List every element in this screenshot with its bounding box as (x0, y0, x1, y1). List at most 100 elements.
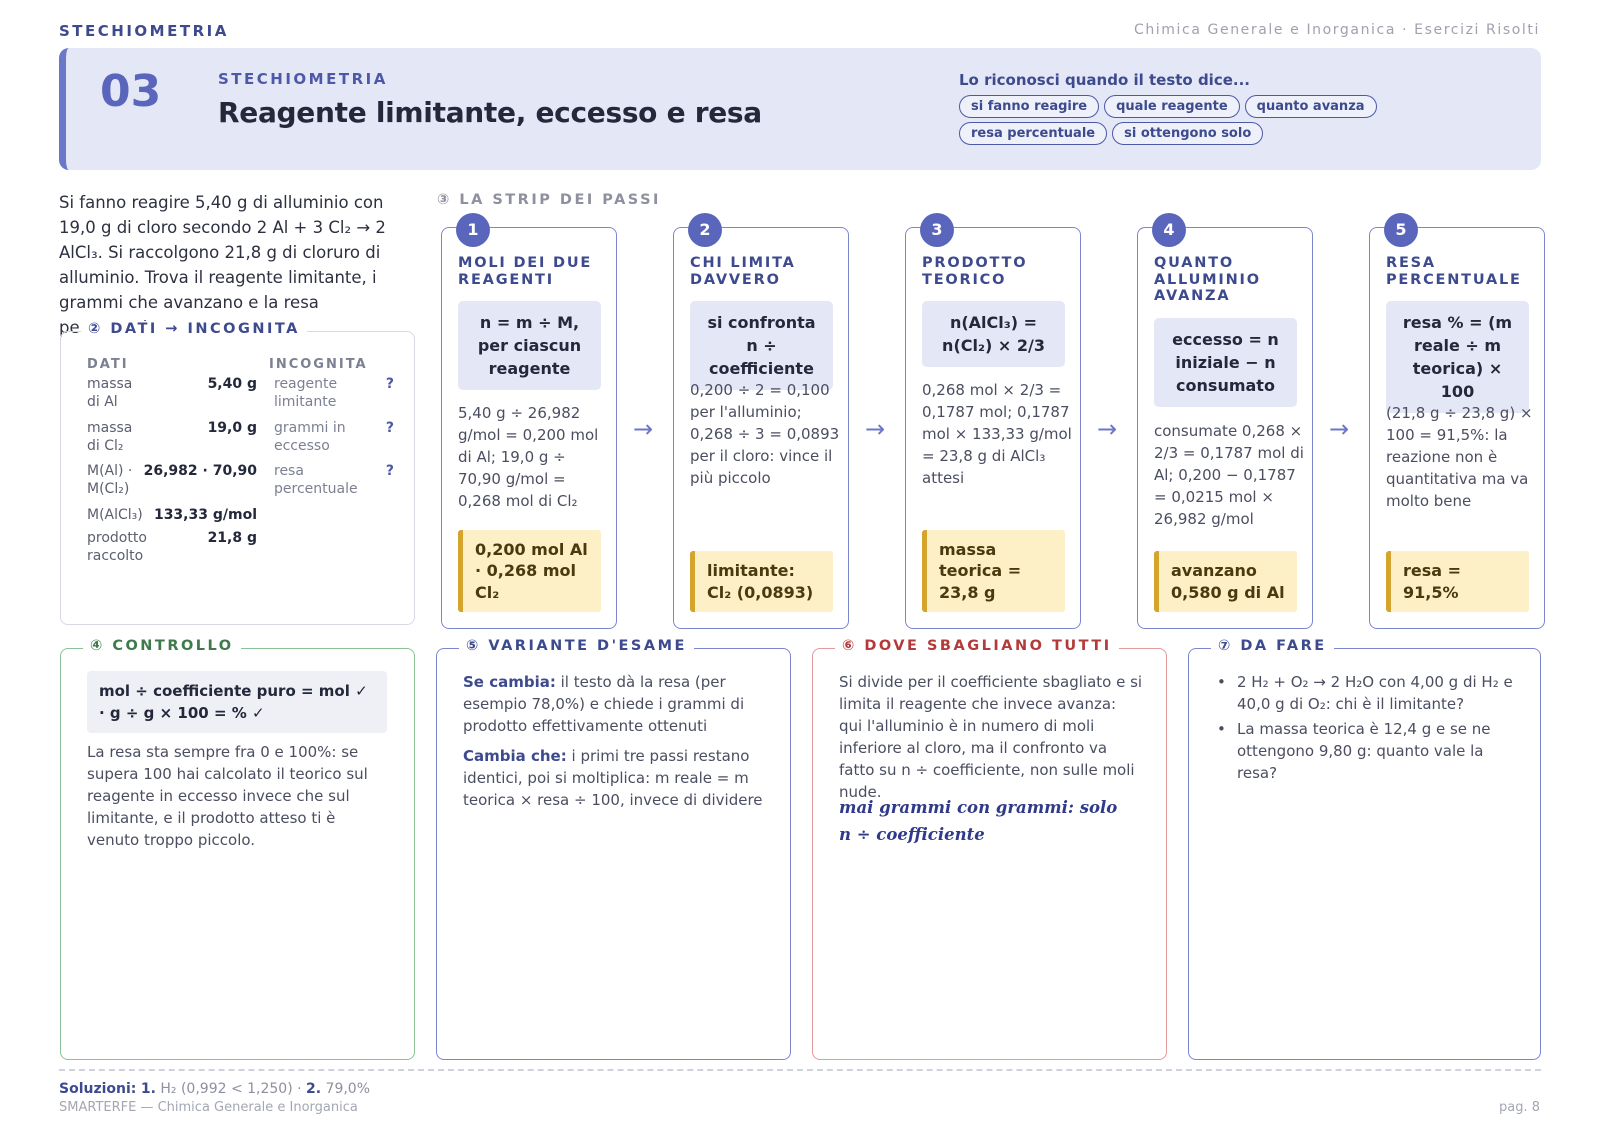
incognita-label: reagente limitante (274, 376, 338, 410)
solution-2-number: 2. (306, 1081, 322, 1097)
unknown-mark: ? (385, 420, 394, 436)
step-result: resa = 91,5% (1386, 551, 1529, 612)
step-title: QUANTO ALLUMINIO AVANZA (1154, 255, 1261, 304)
exercise-item: La massa teorica è 12,4 g e se ne otteng… (1215, 718, 1515, 784)
keyword-chip: resa percentuale (959, 122, 1108, 145)
incognita-row: resa percentuale ? (274, 462, 394, 502)
unit-check: mol ÷ coefficiente puro = mol ✓ · g ÷ g … (87, 671, 387, 733)
keyword-chip: quanto avanza (1244, 95, 1377, 118)
step-title: CHI LIMITA DAVVERO (690, 255, 796, 288)
keyword-chip: si ottengono solo (1112, 122, 1264, 145)
da-fare-card: ⑦ DA FARE 2 H₂ + O₂ → 2 H₂O con 4,00 g d… (1188, 638, 1541, 1060)
dati-row-value: 26,982 · 70,90 (143, 463, 257, 479)
variante-bold-2: Cambia che: (463, 747, 567, 765)
step-text: 0,268 mol × 2/3 = 0,1787 mol; 0,1787 mol… (922, 381, 1072, 487)
dati-row: prodotto raccolto 21,8 g (87, 529, 257, 569)
step-number: 1 (456, 213, 490, 247)
dati-row-value: 19,0 g (207, 420, 257, 436)
step-title: MOLI DEI DUE REAGENTI (458, 255, 593, 288)
step-card-1: 1 MOLI DEI DUE REAGENTI n = m ÷ M, per c… (441, 213, 617, 629)
step-formula: resa % = (m reale ÷ m teorica) × 100 (1386, 301, 1529, 413)
step-card-4: 4 QUANTO ALLUMINIO AVANZA eccesso = n in… (1137, 213, 1313, 629)
dati-section-label: ② DATI → INCOGNITA (81, 321, 307, 337)
keyword-chip: quale reagente (1104, 95, 1240, 118)
step-result: 0,200 mol Al · 0,268 mol Cl₂ (458, 529, 601, 612)
dafare-section-label: ⑦ DA FARE (1211, 638, 1334, 654)
strip-section-label: ③ LA STRIP DEI PASSI (437, 192, 661, 208)
step-title: PRODOTTO TEORICO (922, 255, 1028, 288)
step-result: avanzano 0,580 g di Al (1154, 551, 1297, 612)
step-formula: n = m ÷ M, per ciascun reagente (458, 301, 601, 390)
variante-section-label: ⑤ VARIANTE D'ESAME (459, 638, 694, 654)
dati-row-label: massa di Al (87, 376, 133, 410)
solution-1-number: 1. (140, 1081, 156, 1097)
solutions-line: Soluzioni: 1. H₂ (0,992 < 1,250) · 2. 79… (59, 1081, 370, 1097)
dati-incognita-box: ② DATI → INCOGNITA DATI INCOGNITA massa … (60, 321, 415, 625)
chapter-header: 03 STECHIOMETRIA Reagente limitante, ecc… (59, 48, 1541, 170)
dati-row-value: 21,8 g (207, 530, 257, 546)
exercise-item: 2 H₂ + O₂ → 2 H₂O con 4,00 g di H₂ e 40,… (1215, 671, 1515, 715)
dati-column-header: DATI (87, 357, 129, 372)
step-text: 0,200 ÷ 2 = 0,100 per l'alluminio; 0,268… (690, 381, 840, 487)
incognita-row: reagente limitante ? (274, 375, 394, 415)
step-title: RESA PERCENTUALE (1386, 255, 1522, 288)
step-formula: n(AlCl₃) = n(Cl₂) × 2/3 (922, 301, 1065, 367)
step-card-5: 5 RESA PERCENTUALE resa % = (m reale ÷ m… (1369, 213, 1545, 629)
step-formula: si confronta n ÷ coefficiente (690, 301, 833, 390)
variante-paragraph-1: Se cambia: il testo dà la resa (per esem… (463, 671, 768, 737)
step-arrow: → (865, 415, 886, 443)
controllo-section-label: ④ CONTROLLO (83, 638, 241, 654)
variante-text-2: i primi tre passi restano identici, poi … (463, 747, 763, 809)
running-header-left: STECHIOMETRIA (59, 22, 229, 40)
step-result: limitante: Cl₂ (0,0893) (690, 551, 833, 612)
step-number: 5 (1384, 213, 1418, 247)
dati-row-value: 5,40 g (207, 376, 257, 392)
footer-brand: SMARTERFE — Chimica Generale e Inorganic… (59, 1100, 358, 1115)
problem-statement: Si fanno reagire 5,40 g di alluminio con… (59, 193, 386, 337)
step-text: consumate 0,268 × 2/3 = 0,1787 mol di Al… (1154, 422, 1304, 528)
controllo-text: La resa sta sempre fra 0 e 100%: se supe… (87, 743, 368, 849)
dati-row: massa di Cl₂ 19,0 g (87, 419, 257, 459)
controllo-card: ④ CONTROLLO mol ÷ coefficiente puro = mo… (60, 638, 415, 1060)
variante-card: ⑤ VARIANTE D'ESAME Se cambia: il testo d… (436, 638, 791, 1060)
dati-row-label: M(AlCl₃) (87, 507, 143, 523)
variante-text-1: il testo dà la resa (per esempio 78,0%) … (463, 673, 745, 735)
unknown-mark: ? (385, 376, 394, 392)
incognita-label: grammi in eccesso (274, 420, 346, 454)
step-text: 5,40 g ÷ 26,982 g/mol = 0,200 mol di Al;… (458, 404, 599, 510)
chapter-title: Reagente limitante, eccesso e resa (218, 96, 762, 129)
solution-1: H₂ (0,992 < 1,250) · (155, 1081, 307, 1097)
incognita-column-header: INCOGNITA (269, 357, 368, 372)
incognita-row: grammi in eccesso ? (274, 419, 394, 459)
dati-row-label: prodotto raccolto (87, 530, 147, 564)
chapter-kicker: STECHIOMETRIA (218, 70, 388, 88)
dati-row-label: M(Al) · M(Cl₂) (87, 463, 133, 497)
step-number: 4 (1152, 213, 1186, 247)
running-header-right: Chimica Generale e Inorganica · Esercizi… (1133, 22, 1540, 38)
dove-sbagliano-card: ⑥ DOVE SBAGLIANO TUTTI Si divide per il … (812, 638, 1167, 1060)
dati-row-label: massa di Cl₂ (87, 420, 133, 454)
chapter-number: 03 (100, 66, 162, 117)
page-number: pag. 8 (1498, 1100, 1540, 1115)
unknown-mark: ? (385, 463, 394, 479)
step-arrow: → (1329, 415, 1350, 443)
step-number: 3 (920, 213, 954, 247)
variante-paragraph-2: Cambia che: i primi tre passi restano id… (463, 745, 768, 811)
keyword-chips: si fanno reagire quale reagente quanto a… (959, 95, 1529, 145)
variante-bold-1: Se cambia: (463, 673, 556, 691)
step-text: (21,8 g ÷ 23,8 g) × 100 = 91,5%: la reaz… (1386, 404, 1533, 510)
dati-row: M(AlCl₃) 133,33 g/mol (87, 506, 257, 526)
step-result: massa teorica = 23,8 g (922, 529, 1065, 612)
exercise-list: 2 H₂ + O₂ → 2 H₂O con 4,00 g di H₂ e 40,… (1215, 671, 1515, 787)
solution-2: 79,0% (321, 1081, 371, 1097)
handwritten-note: mai grammi con grammi: solo n ÷ coeffici… (839, 798, 1118, 844)
footer-divider (59, 1069, 1541, 1071)
step-card-2: 2 CHI LIMITA DAVVERO si confronta n ÷ co… (673, 213, 849, 629)
dati-row: M(Al) · M(Cl₂) 26,982 · 70,90 (87, 462, 257, 502)
solutions-label: Soluzioni: (59, 1081, 137, 1097)
incognita-label: resa percentuale (274, 463, 358, 497)
step-card-3: 3 PRODOTTO TEORICO n(AlCl₃) = n(Cl₂) × 2… (905, 213, 1081, 629)
step-formula: eccesso = n iniziale − n consumato (1154, 318, 1297, 407)
keyword-cue: Lo riconosci quando il testo dice... (959, 71, 1250, 89)
dove-text: Si divide per il coefficiente sbagliato … (839, 673, 1143, 801)
